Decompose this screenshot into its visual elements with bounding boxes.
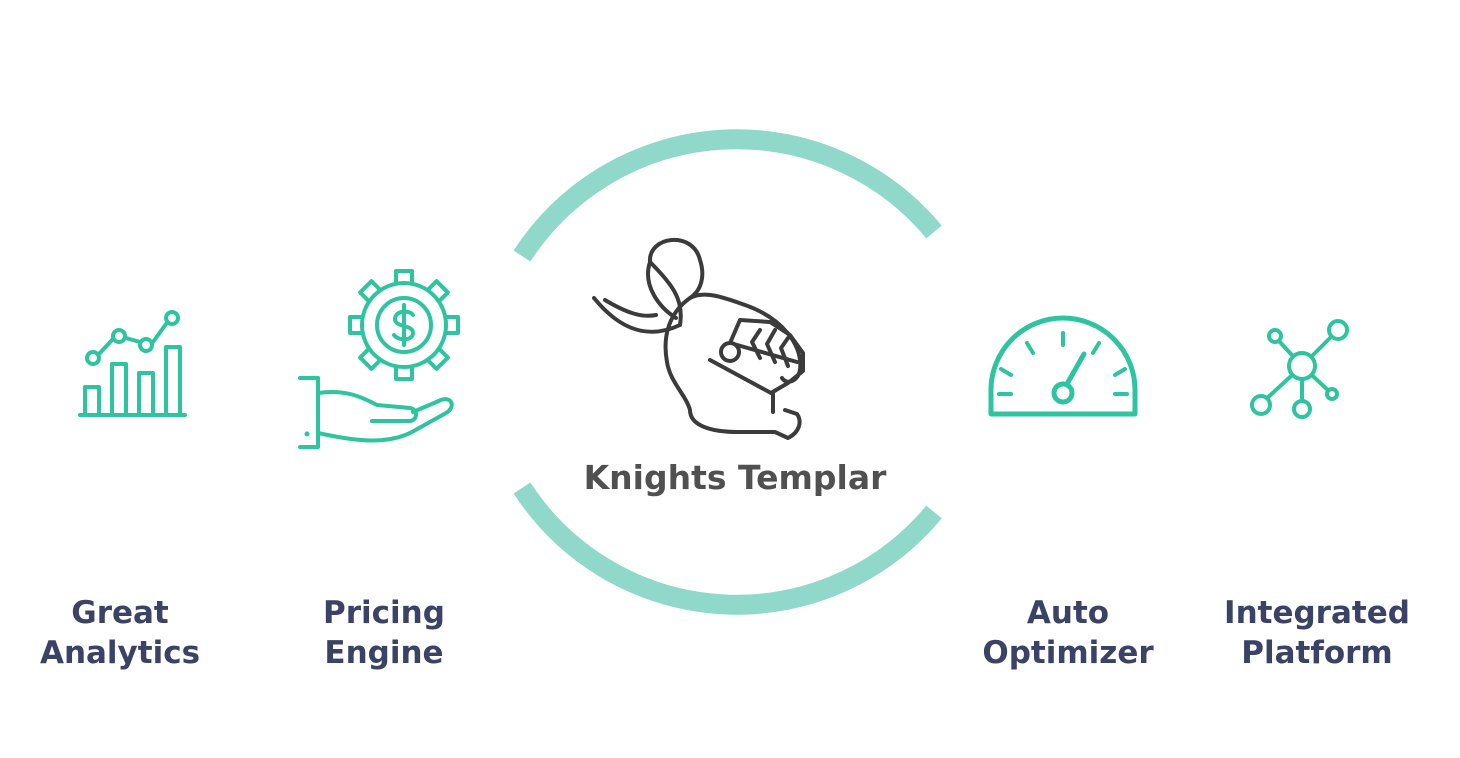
feature-label-analytics: Great Analytics: [20, 593, 220, 673]
feature-label-pricing: Pricing Engine: [284, 593, 484, 673]
center-ring: [513, 129, 942, 615]
feature-label-optimizer: Auto Optimizer: [958, 593, 1178, 673]
analytics-chart-icon: [78, 310, 187, 417]
feature-label-platform: Integrated Platform: [1204, 593, 1430, 673]
feature-label-line2: Engine: [324, 635, 444, 671]
feature-label-line1: Great: [71, 595, 169, 631]
knight-helmet-icon: [592, 237, 805, 440]
feature-label-line2: Analytics: [39, 635, 201, 671]
pricing-gear-hand-icon: [298, 269, 460, 449]
feature-label-line2: Optimizer: [982, 635, 1154, 671]
ring-top-arc: [513, 129, 942, 262]
feature-label-line1: Integrated: [1224, 595, 1410, 631]
network-nodes-icon: [1250, 319, 1349, 419]
feature-label-line2: Platform: [1241, 635, 1393, 671]
center-title: Knights Templar: [583, 458, 887, 497]
ring-bottom-arc: [513, 482, 942, 615]
speedometer-icon: [988, 315, 1138, 417]
feature-label-line1: Pricing: [323, 595, 445, 631]
feature-label-line1: Auto: [1026, 595, 1110, 631]
